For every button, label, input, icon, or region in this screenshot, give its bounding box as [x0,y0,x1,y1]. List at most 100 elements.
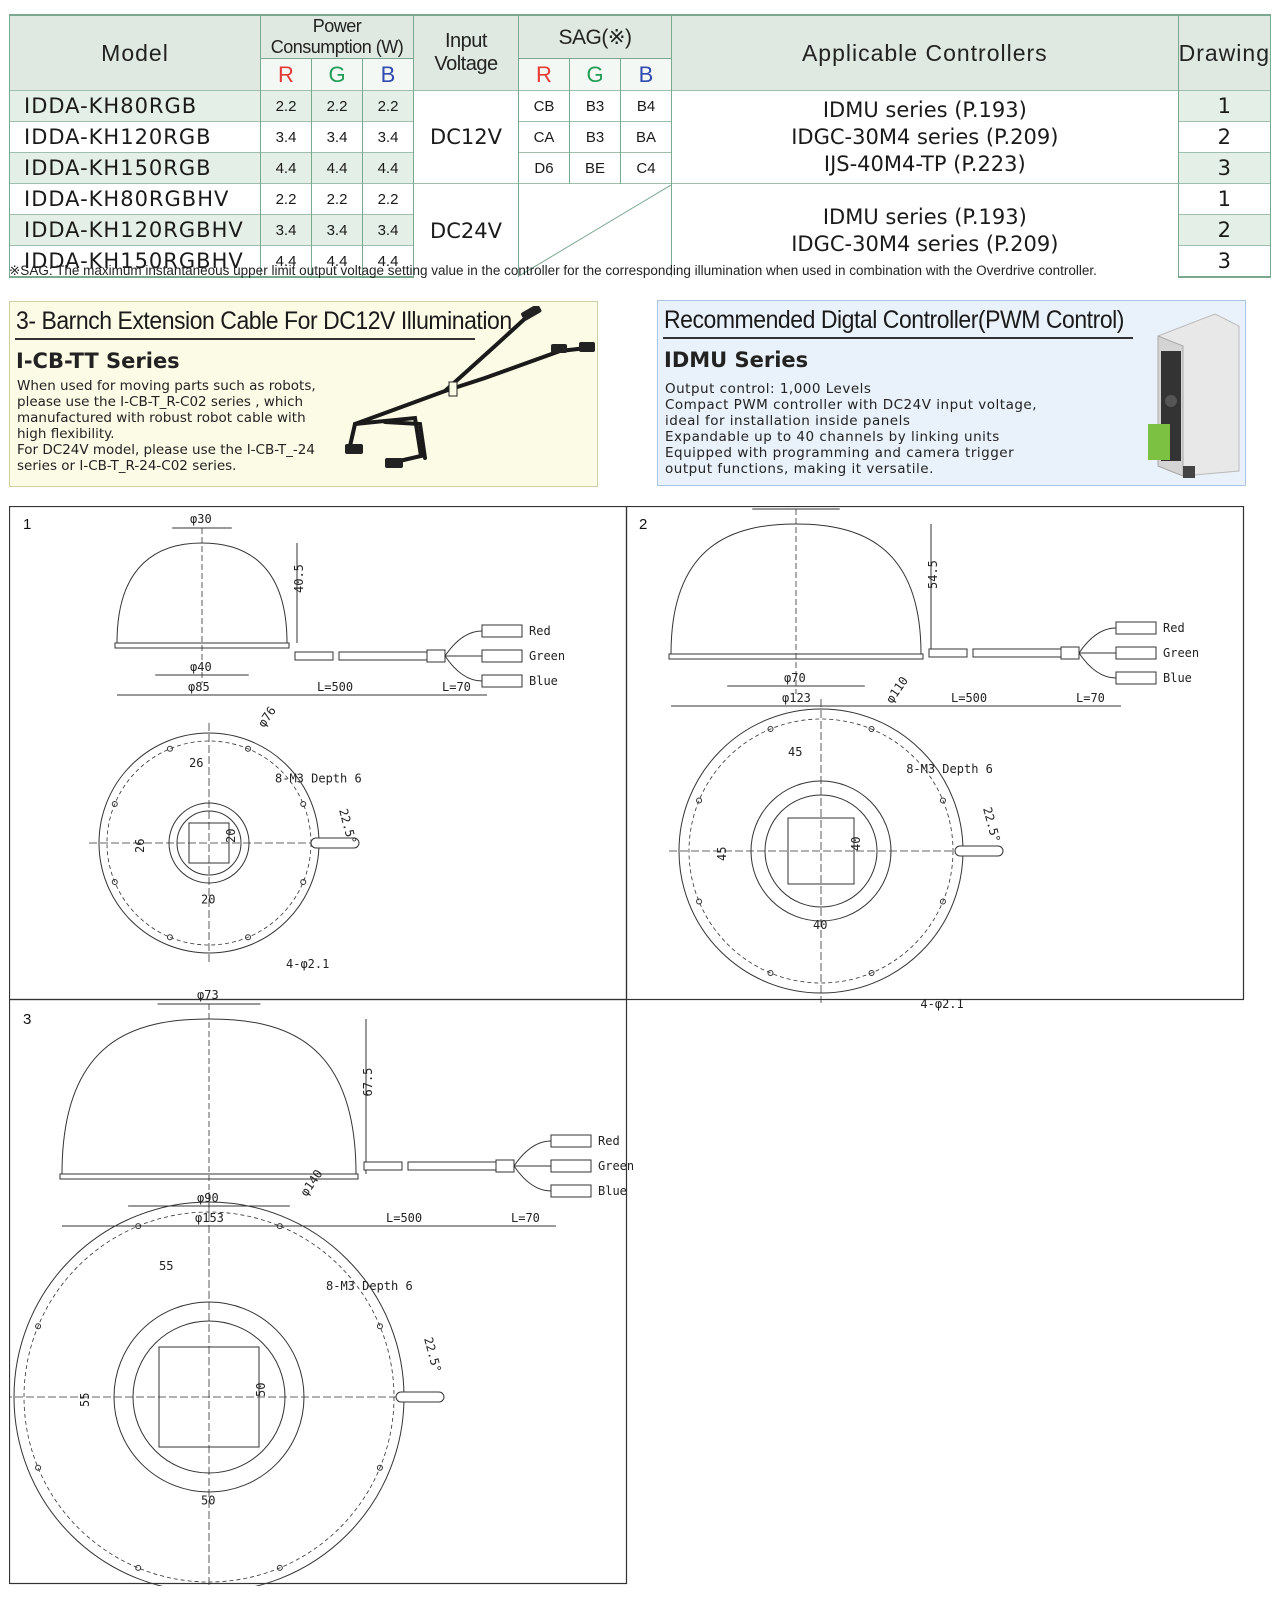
header-power-r: R [260,58,312,91]
table-row: IDDA-KH150RGB 4.4 4.4 4.4 D6 BE C4 3 [9,152,1272,184]
wire [513,1140,552,1167]
power-b-cell: 2.2 [362,183,414,215]
voltage-cell: DC24V [413,183,519,277]
tap-hole [245,934,252,941]
drawing-frame-3 [9,998,628,1585]
header-voltage: Input Voltage [413,14,519,91]
square-label: 40 [813,918,827,932]
tap-hole [135,1564,142,1571]
cable-length-label: L=500 [317,680,353,694]
drawing-number: 3 [23,1011,31,1028]
cable-segment [294,651,334,661]
power-b-cell: 3.4 [362,214,414,246]
bolt-circle [688,718,954,984]
controller-line: IDMU series (P.193) [822,204,1027,229]
wire [1078,652,1117,679]
inner-diameter-label: φ90 [197,1191,219,1205]
tap-hole [111,879,118,886]
model-cell: IDDA-KH80RGBHV [9,183,261,215]
square-label: 20 [201,893,215,907]
outer-diameter-label: φ123 [782,691,811,705]
connector [550,1134,592,1148]
body-line: output functions, making it versatile. [665,461,934,477]
table-row: IDDA-KH80RGBHV 2.2 2.2 2.2 DC24V IDMU se… [9,183,1272,277]
power-g-cell: 2.2 [311,183,363,215]
tap-hole [767,969,774,976]
body-line: Equipped with programming and camera tri… [665,445,1015,461]
title-underline [663,337,1133,339]
tap-hole [767,726,774,733]
inner-diameter-label: φ70 [784,671,806,685]
top-diameter-label: φ73 [197,988,219,1002]
lead-length-label: L=70 [442,680,471,694]
wire [444,630,483,657]
cable-panel-title: 3- Barnch Extension Cable For DC12V Illu… [16,307,512,335]
lead-length-label: L=70 [1076,691,1105,705]
power-g-cell: 3.4 [311,214,363,246]
tap-hole [300,800,307,807]
height-label: 54.5 [926,560,940,589]
controller-panel-title: Recommended Digtal Controller(PWM Contro… [664,306,1124,334]
cable-sleeve [426,649,446,663]
cable-panel: 3- Barnch Extension Cable For DC12V Illu… [9,301,598,487]
holes-label: 4-φ2.1 [920,997,963,1011]
square-label: 55 [159,1259,173,1273]
power-r-cell: 2.2 [260,90,312,122]
sag-na-cell [518,183,672,277]
body-line: Compact PWM controller with DC24V input … [665,397,1038,413]
tap-hole [135,1223,142,1230]
controller-panel: Recommended Digtal Controller(PWM Contro… [657,300,1246,486]
sag-b-cell: B4 [620,90,672,122]
tap-hole [276,1564,283,1571]
header-sag: SAG(※) [518,14,672,59]
body-line: ideal for installation inside panels [665,413,911,429]
bolt-circle-label: φ110 [883,674,911,706]
sag-g-cell: BE [569,152,621,184]
body-line: For DC24V model, please use the I-CB-T_-… [17,442,315,458]
drawing-cell: 2 [1177,214,1272,246]
table-row: IDDA-KH80RGB 2.2 2.2 2.2 DC12V CB B3 B4 … [9,90,1272,184]
drawing-cell: 2 [1177,121,1272,153]
power-r-cell: 4.4 [260,152,312,184]
power-b-cell: 4.4 [362,152,414,184]
model-cell: IDDA-KH150RGB [9,152,261,184]
sag-g-cell: B3 [569,90,621,122]
body-line: series or I-CB-T_R-24-C02 series. [17,458,237,474]
power-r-cell: 3.4 [260,121,312,153]
body-line: Output control: 1,000 Levels [665,381,872,397]
cable-sleeve [1060,646,1080,660]
wire [513,1165,552,1192]
body-line: manufactured with robust robot cable wit… [17,410,306,426]
drawing-cell: 3 [1177,245,1272,278]
cable-segment [407,1161,497,1171]
controllers-cell: IDMU series (P.193) IDGC-30M4 series (P.… [671,90,1179,184]
tap-hole [35,1323,42,1330]
power-b-cell: 3.4 [362,121,414,153]
body-line: When used for moving parts such as robot… [17,378,316,394]
cable-length-label: L=500 [386,1211,422,1225]
power-b-cell: 2.2 [362,90,414,122]
square-label: 26 [189,756,203,770]
power-g-cell: 4.4 [311,245,363,278]
power-r-cell: 4.4 [260,245,312,278]
tap-label: 8-M3 Depth 6 [275,772,362,786]
cable-exit [954,845,1004,857]
header-drawing: Drawing [1177,14,1272,91]
height-label: 67.5 [361,1068,375,1097]
cable-exit [310,837,360,849]
square-label: 50 [254,1383,268,1397]
connector [1115,621,1157,635]
sag-footnote: ※SAG: The maximum instantaneous upper li… [9,263,1097,278]
connector [481,649,523,663]
wire-label: Green [1163,646,1199,660]
connector [481,674,523,688]
top-diameter-label: φ60 [784,506,806,507]
controller-unit-image [1148,313,1240,478]
power-r-cell: 3.4 [260,214,312,246]
square-label: 40 [849,837,863,851]
drawing-cell: 1 [1177,90,1272,122]
sag-b-cell: C4 [620,152,672,184]
body-line: high flexibility. [17,426,115,442]
header-power-g: G [311,58,363,91]
